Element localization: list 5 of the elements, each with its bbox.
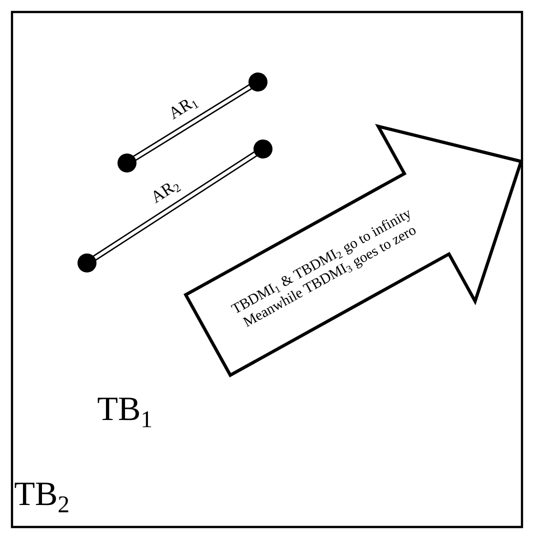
bar-label: AR$_{2}$ <box>154 184 182 204</box>
region-label: TB$_{1}$ <box>98 398 152 428</box>
region-label: TB$_{2}$ <box>14 482 68 512</box>
region-frame <box>10 10 524 528</box>
bar-label: AR$_{1}$ <box>172 100 199 120</box>
